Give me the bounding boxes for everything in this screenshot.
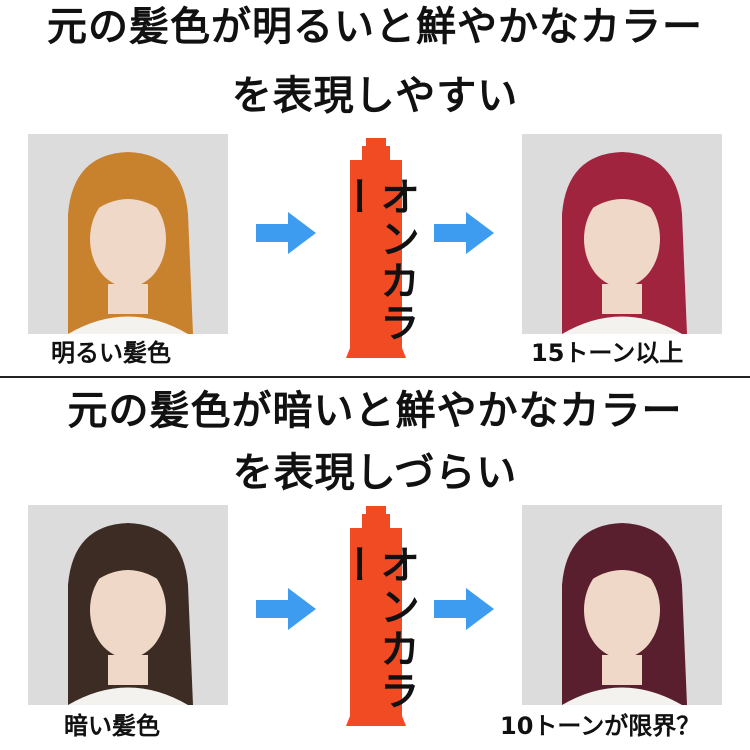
bottom-headline-line1: 元の髪色が暗いと鮮やかなカラー — [67, 388, 683, 434]
portrait-pink-red-hair — [522, 134, 722, 334]
bottom-before-photo — [28, 505, 228, 705]
bottom-after-caption: 10トーンが限界？ — [500, 712, 701, 740]
portrait-dark-red-hair — [522, 505, 722, 705]
top-before-photo — [28, 134, 228, 334]
portrait-dark-hair — [28, 505, 228, 705]
bottom-before-caption: 暗い髪色 — [64, 712, 160, 740]
bottom-color-tube: オンカラー — [333, 506, 419, 728]
bottom-after-photo — [522, 505, 722, 705]
top-headline-line1: 元の髪色が明るいと鮮やかなカラー — [47, 4, 703, 50]
arrow-right-icon — [434, 588, 494, 630]
top-after-caption: 15トーン以上 — [531, 339, 684, 367]
color-tube-icon — [346, 138, 406, 358]
top-before-caption: 明るい髪色 — [51, 339, 171, 367]
tube-label: オンカラー — [333, 544, 419, 712]
top-headline-line2: を表現しやすい — [231, 73, 519, 119]
arrow-right-icon — [256, 212, 316, 254]
section-divider — [0, 376, 750, 378]
arrow-right-icon — [434, 212, 494, 254]
color-tube-icon — [346, 506, 406, 726]
portrait-bright-hair — [28, 134, 228, 334]
bottom-headline-line2: を表現しづらい — [232, 450, 518, 496]
top-color-tube: オンカラー — [333, 138, 419, 360]
top-after-photo — [522, 134, 722, 334]
tube-label: オンカラー — [333, 176, 419, 344]
arrow-right-icon — [256, 588, 316, 630]
